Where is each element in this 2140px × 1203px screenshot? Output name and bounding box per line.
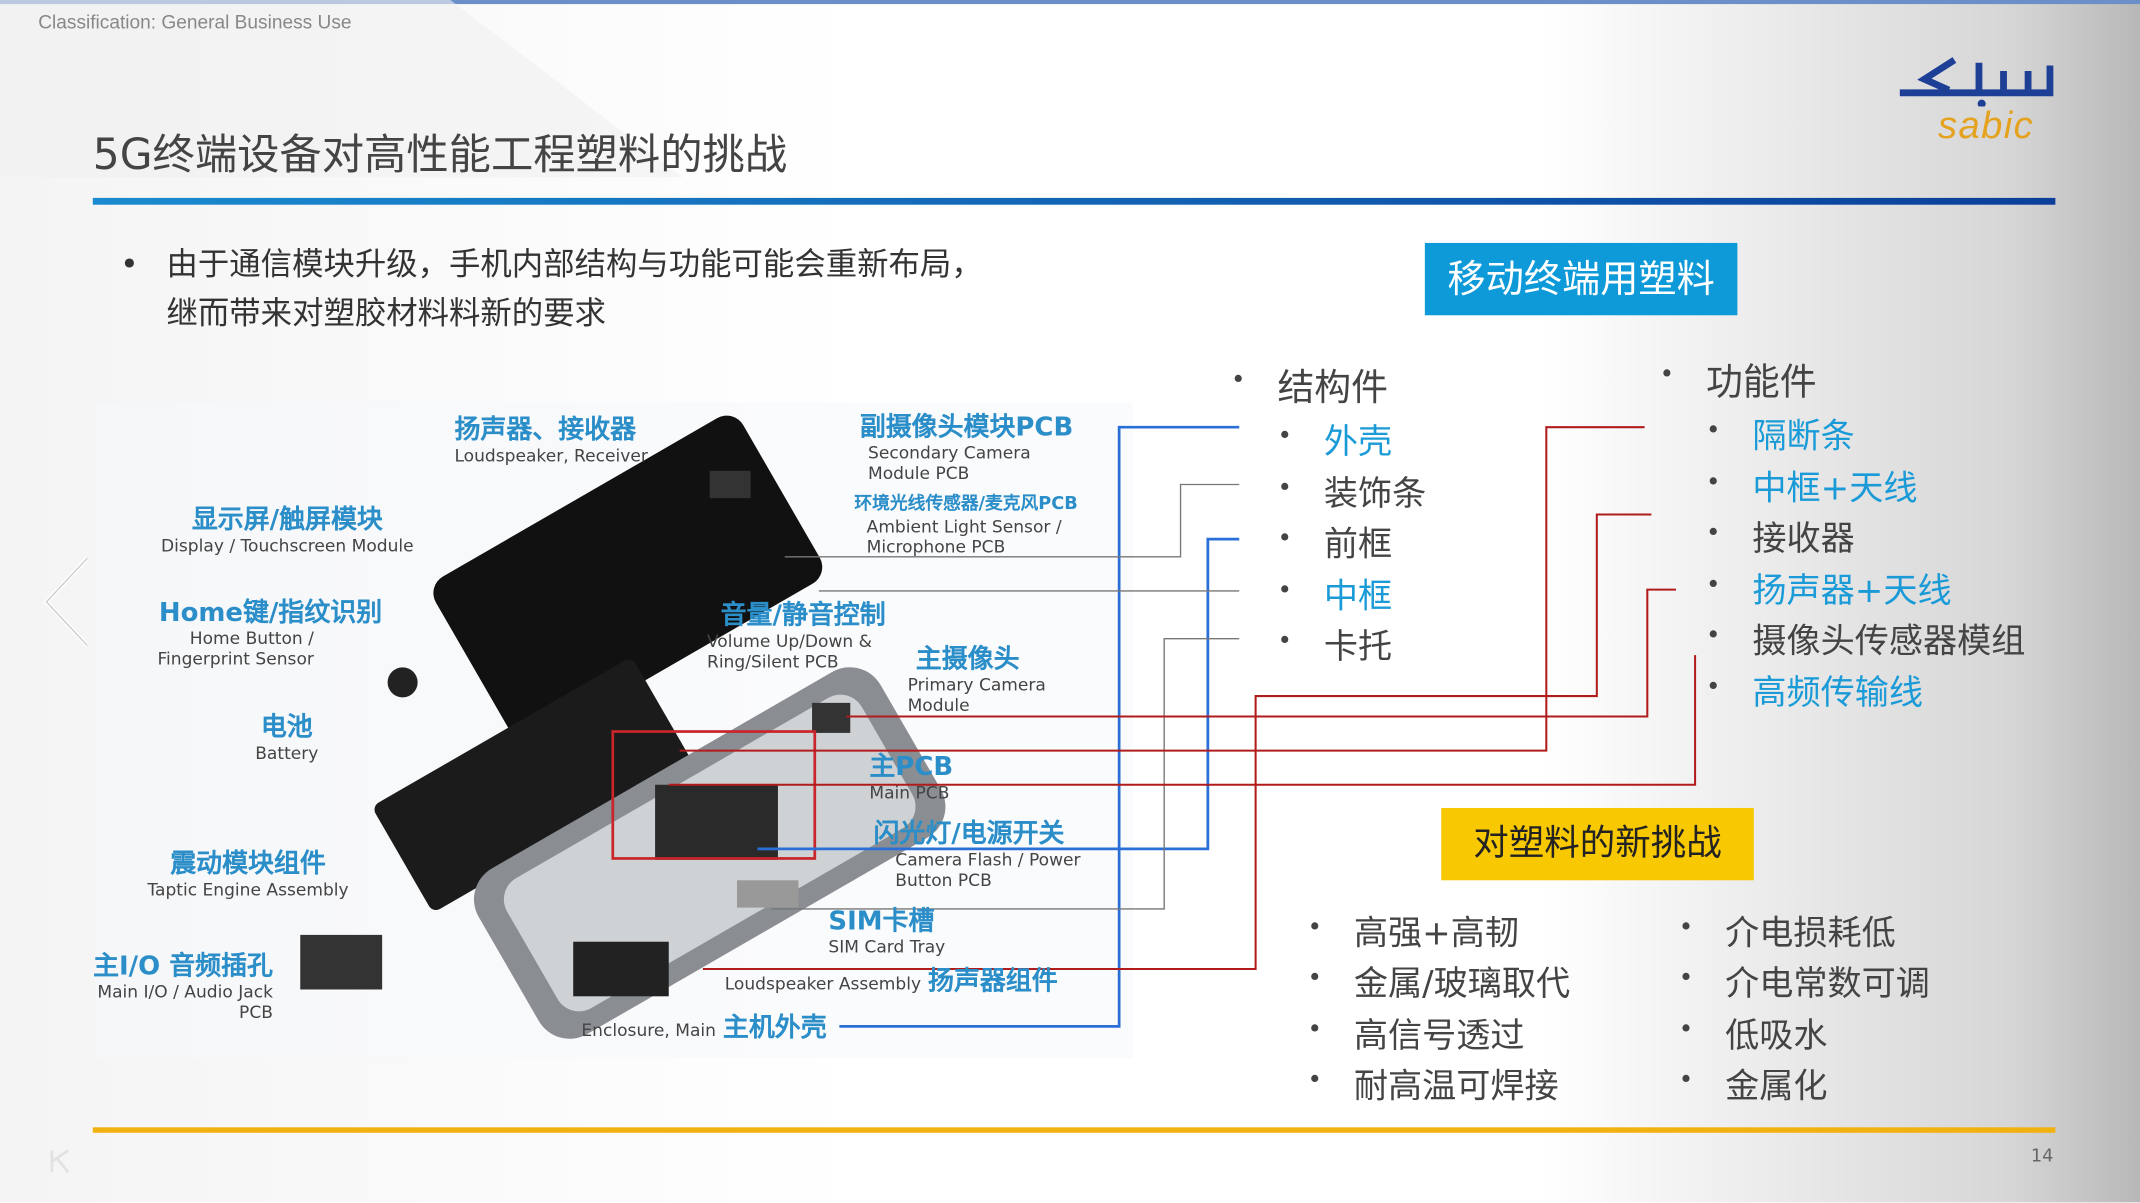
footer-divider: [92, 1127, 2056, 1133]
caption-loudspeaker: Loudspeaker Assembly 扬声器组件: [724, 966, 1058, 997]
sabic-logo: [1897, 52, 2055, 112]
page-number: 14: [2030, 1146, 2054, 1167]
connector-trim: [784, 483, 1240, 558]
header-divider: [92, 197, 2056, 205]
classification-label: Classification: General Business Use: [38, 10, 352, 33]
connector-speaker-antenna: [846, 588, 1676, 718]
connector-hf-line: [668, 655, 1697, 786]
battery: [374, 659, 690, 911]
connector-shell: [839, 425, 1240, 1028]
sabic-arabic-mark-icon: [1899, 57, 2054, 108]
window-top-border: [0, 0, 2140, 5]
previous-slide-button[interactable]: [41, 553, 96, 657]
bullet: •: [120, 247, 139, 283]
mobile-plastics-label: 移动终端用塑料: [1424, 242, 1738, 316]
connector-midframe: [757, 537, 1240, 851]
connector-insulation: [679, 426, 1645, 752]
caption-enclosure: Enclosure, Main 主机外壳: [581, 1012, 827, 1043]
background-triangle: [0, 0, 683, 178]
page-title: 5G终端设备对高性能工程塑料的挑战: [92, 131, 788, 181]
sabic-wordmark: sabic: [1938, 103, 2035, 147]
k-watermark-icon: [50, 1149, 70, 1174]
chevron-left-icon: [43, 556, 89, 647]
main-pcb-highlight-box: [611, 730, 817, 860]
connector-midframe-antenna: [702, 513, 1652, 971]
intro-text: • 由于通信模块升级，手机内部结构与功能可能会重新布局， 继而带来对塑胶材料料新…: [120, 240, 983, 338]
intro-line-1: 由于通信模块升级，手机内部结构与功能可能会重新布局，: [166, 247, 983, 283]
connector-tray: [771, 638, 1240, 910]
phone-exploded-diagram: [95, 402, 1133, 1058]
intro-line-2: 继而带来对塑胶材料料新的要求: [166, 296, 606, 332]
new-challenges-label: 对塑料的新挑战: [1441, 807, 1754, 881]
